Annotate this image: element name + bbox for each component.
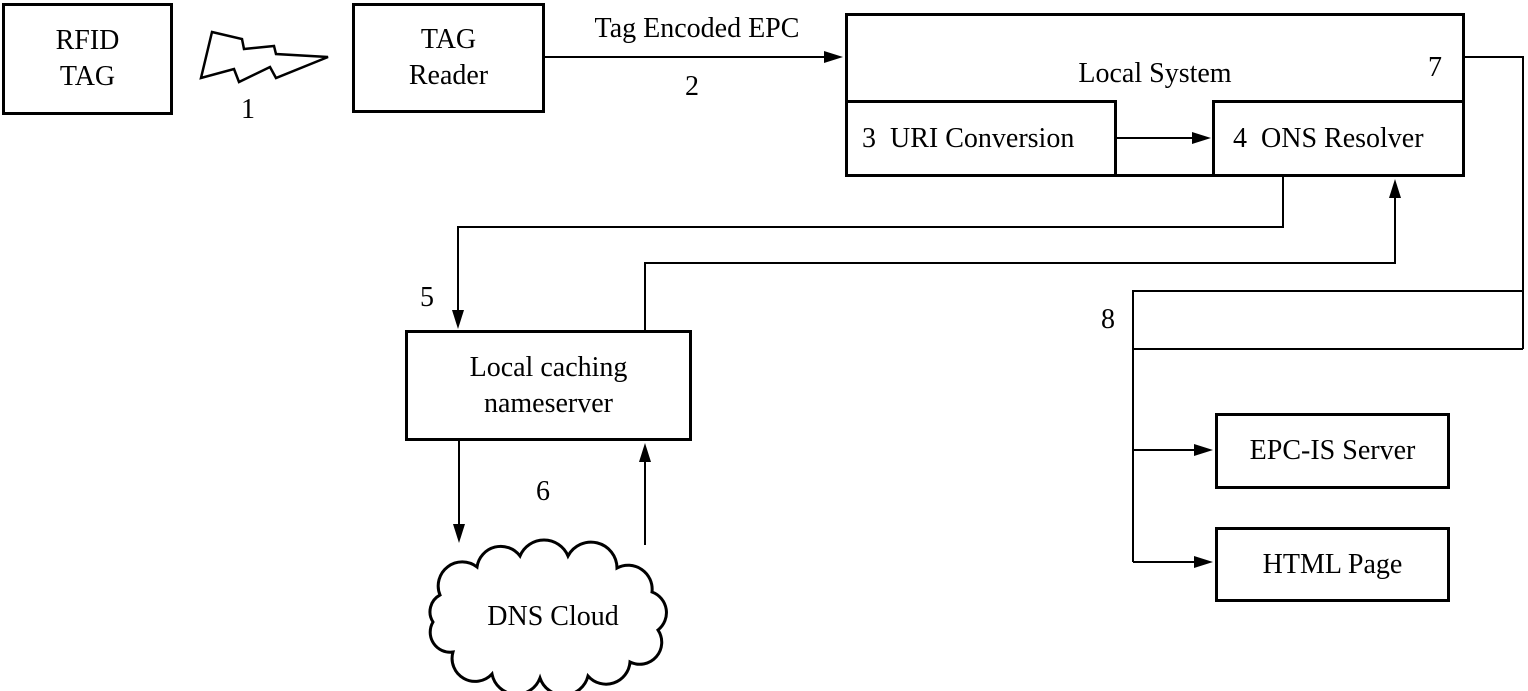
local-system-box: Local System 7: [845, 13, 1465, 177]
dns-cloud-label: DNS Cloud: [487, 601, 619, 632]
step-number-5: 5: [420, 282, 434, 313]
step-number-1: 1: [241, 94, 255, 125]
ons-resolver-step-number: 4: [1233, 122, 1247, 154]
ons-resolver-label: ONS Resolver: [1261, 122, 1424, 154]
arrowhead-nameserver-to-ons: [1389, 179, 1401, 198]
dns-cloud-shape: [428, 538, 668, 691]
arrowhead-bus-to-epcis: [1194, 444, 1213, 456]
local-system-label: Local System: [1078, 58, 1232, 89]
tag-reader-box: TAG Reader: [352, 3, 545, 113]
arrowhead-nameserver-to-cloud: [453, 524, 465, 543]
arrowhead-tag-encoded-epc: [824, 51, 843, 63]
arrowhead-uri-to-ons: [1192, 132, 1211, 144]
tag-reader-label-line1: TAG: [420, 24, 477, 55]
uri-conversion-step-number: 3: [862, 122, 876, 154]
rfid-tag-box: RFID TAG: [2, 3, 173, 115]
arrowhead-cloud-to-nameserver: [639, 443, 651, 462]
edge-local-system-out: [1465, 56, 1524, 349]
local-system-step-number: 7: [1428, 52, 1442, 83]
html-page-label: HTML Page: [1262, 548, 1403, 580]
edge-results-bus: [1132, 290, 1523, 562]
arrowhead-bus-to-htmlpage: [1194, 556, 1213, 568]
ons-resolver-box: 4 ONS Resolver: [1212, 100, 1465, 177]
html-page-box: HTML Page: [1215, 527, 1450, 602]
step-number-6: 6: [536, 476, 550, 507]
epc-is-server-box: EPC-IS Server: [1215, 413, 1450, 489]
uri-conversion-box: 3 URI Conversion: [845, 100, 1117, 177]
nameserver-label-line2: nameserver: [483, 387, 614, 419]
tag-encoded-epc-label: Tag Encoded EPC: [594, 13, 800, 44]
rfid-tag-label-line1: RFID: [55, 25, 120, 56]
radio-wave-lightning-icon: [199, 30, 329, 84]
nameserver-label-line1: Local caching: [469, 351, 628, 383]
edge-ons-to-nameserver: [457, 177, 1284, 312]
arrowhead-ons-to-nameserver: [452, 310, 464, 329]
tag-reader-label-line2: Reader: [408, 60, 489, 91]
step-number-2: 2: [685, 71, 699, 102]
local-caching-nameserver-box: Local caching nameserver: [405, 330, 692, 441]
uri-conversion-label: URI Conversion: [890, 122, 1075, 154]
edge-nameserver-to-ons: [644, 196, 1396, 330]
step-number-8: 8: [1101, 304, 1115, 335]
epc-is-server-label: EPC-IS Server: [1249, 435, 1416, 466]
rfid-tag-label-line2: TAG: [59, 61, 116, 92]
